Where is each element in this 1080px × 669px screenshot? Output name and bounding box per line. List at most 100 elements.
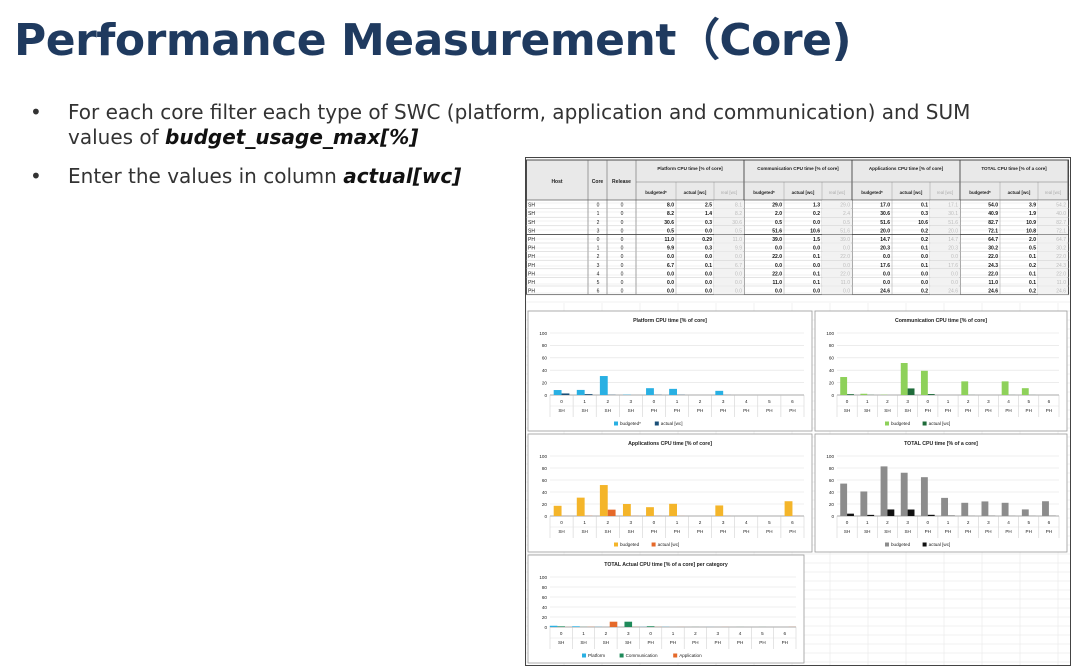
bullet-emphasis: actual[wc]	[343, 164, 462, 188]
table-cell-host: PH	[528, 280, 535, 286]
table-cell-value: 8.2	[667, 211, 674, 217]
table-cell-value: 0.2	[1029, 289, 1036, 295]
legend-swatch	[922, 542, 927, 547]
table-cell-value: 0.0	[705, 254, 712, 260]
table-cell-value: 24.3	[988, 263, 998, 269]
table-cell-core: 2	[597, 254, 600, 260]
table-cell-value: 0.0	[813, 246, 820, 252]
bar-actual-wc-	[847, 394, 854, 395]
table-cell-shade	[930, 269, 960, 278]
x-tick-host: SH	[558, 640, 564, 645]
table-cell-value: 2.5	[705, 203, 712, 209]
table-cell-value: 8.1	[735, 203, 742, 209]
table-cell-release: 0	[621, 289, 624, 295]
table-cell-value: 24.6	[988, 289, 998, 295]
y-tick-label: 60	[542, 356, 548, 361]
table-cell-value: 17.1	[948, 203, 958, 209]
x-tick-core: 3	[987, 399, 990, 404]
x-tick-core: 6	[791, 520, 794, 525]
y-tick-label: 100	[826, 454, 834, 459]
table-cell-value: 22.0	[840, 271, 850, 277]
table-cell-shade	[930, 243, 960, 252]
table-cell-value: 0.0	[921, 280, 928, 286]
y-tick-label: 40	[542, 490, 548, 495]
table-cell-value: 30.2	[988, 246, 998, 252]
x-tick-core: 3	[716, 631, 719, 636]
x-tick-host: SH	[844, 529, 850, 534]
table-cell-core: 5	[597, 280, 600, 286]
x-tick-core: 1	[866, 399, 869, 404]
y-tick-label: 100	[539, 454, 547, 459]
x-tick-host: PH	[1026, 529, 1032, 534]
y-tick-label: 20	[542, 615, 548, 620]
legend-label: actual [wc]	[929, 421, 951, 426]
x-tick-host: PH	[965, 408, 971, 413]
bar-budgeted	[840, 483, 848, 516]
y-tick-label: 60	[829, 356, 835, 361]
bar-actual-wc-	[907, 509, 915, 516]
bar-budgeted-	[715, 390, 724, 395]
x-tick-host: PH	[697, 408, 703, 413]
table-header-bg	[526, 159, 1069, 201]
table-cell-value: 0.0	[735, 280, 742, 286]
table-sub-header: actual [wc]	[684, 190, 707, 195]
table-cell-shade	[822, 260, 852, 269]
table-cell-core: 3	[597, 263, 600, 269]
table-cell-value: 0.0	[775, 289, 782, 295]
table-cell-shade	[822, 277, 852, 286]
x-tick-host: PH	[737, 640, 743, 645]
table-cell-value: 72.1	[1056, 228, 1066, 234]
table-cell-shade	[714, 200, 744, 209]
table-group-header: Communication CPU time [% of core]	[757, 166, 839, 171]
bar-budgeted	[900, 472, 908, 516]
x-tick-host: PH	[945, 529, 951, 534]
table-cell-shade	[1038, 234, 1068, 243]
x-tick-host: PH	[651, 529, 657, 534]
x-tick-host: PH	[1005, 529, 1011, 534]
table-cell-core: 1	[597, 211, 600, 217]
x-tick-core: 0	[846, 399, 849, 404]
table-cell-value: 1.9	[1029, 211, 1036, 217]
table-cell-value: 24.6	[1056, 289, 1066, 295]
table-cell-core: 0	[597, 237, 600, 243]
x-tick-host: PH	[945, 408, 951, 413]
bar-budgeted-	[646, 388, 654, 395]
x-tick-core: 1	[583, 520, 586, 525]
y-tick-label: 20	[829, 502, 835, 507]
x-tick-host: SH	[628, 529, 634, 534]
x-tick-core: 3	[630, 399, 633, 404]
x-tick-core: 2	[699, 399, 702, 404]
table-cell-host: SH	[528, 203, 535, 209]
table-sub-header: actual [wc]	[792, 190, 815, 195]
bullet-text: For each core filter each type of SWC (p…	[68, 100, 971, 149]
bar-actual-wc-	[927, 514, 935, 516]
table-cell-value: 0.1	[1029, 271, 1036, 277]
table-cell-value: 0.0	[951, 254, 958, 260]
bar-budgeted	[1001, 502, 1009, 516]
y-tick-label: 40	[829, 368, 835, 373]
x-tick-host: SH	[904, 408, 910, 413]
x-tick-core: 2	[606, 520, 609, 525]
table-cell-value: 39.0	[772, 237, 782, 243]
x-tick-host: PH	[925, 408, 931, 413]
chart-title: TOTAL CPU time [% of a core]	[904, 441, 978, 447]
bar-budgeted	[646, 507, 654, 516]
table-cell-release: 0	[621, 271, 624, 277]
table-cell-value: 0.0	[705, 280, 712, 286]
table-cell-shade	[930, 200, 960, 209]
table-cell-value: 9.9	[667, 246, 674, 252]
table-cell-core: 6	[597, 289, 600, 295]
x-tick-host: PH	[789, 529, 795, 534]
table-cell-shade	[714, 251, 744, 260]
table-cell-value: 0.1	[1029, 280, 1036, 286]
table-cell-shade	[714, 243, 744, 252]
table-cell-value: 11.0	[665, 237, 675, 243]
table-cell-value: 0.1	[921, 263, 928, 269]
table-cell-host: PH	[528, 254, 535, 260]
table-cell-core: 3	[597, 228, 600, 234]
x-tick-core: 4	[1007, 520, 1010, 525]
